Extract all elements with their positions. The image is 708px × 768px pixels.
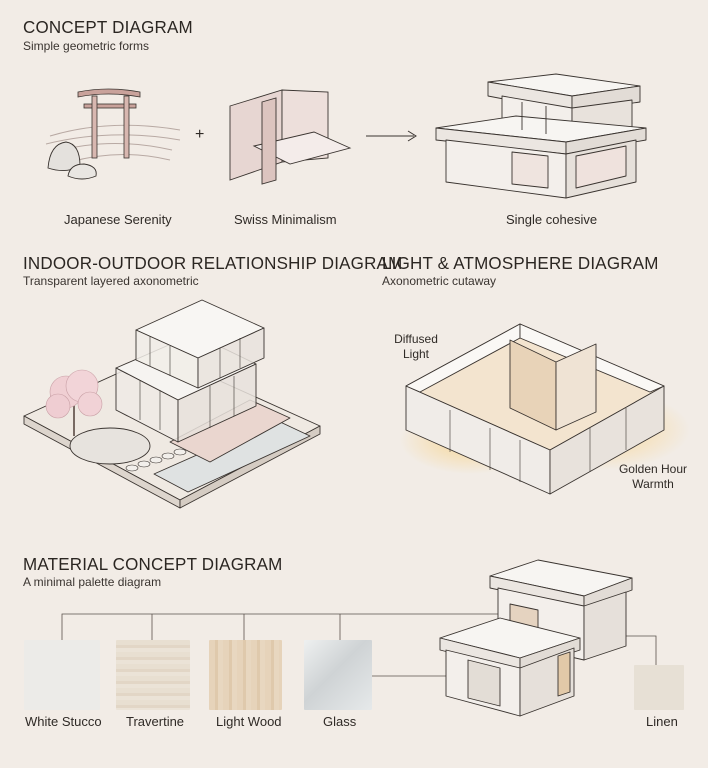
concept-title: CONCEPT DIAGRAM <box>23 17 193 38</box>
swatch-label-travertine: Travertine <box>126 714 185 729</box>
diffused-light-label: Diffused Light <box>388 332 444 362</box>
swatch-light-wood <box>209 640 282 710</box>
intersecting-planes-illustration <box>229 89 352 185</box>
light-subtitle: Axonometric cutaway <box>382 274 497 288</box>
cherry-tree-icon <box>45 369 103 436</box>
swatch-glass <box>304 640 372 710</box>
cohesive-house-illustration <box>435 73 647 199</box>
golden-hour-label: Golden Hour Warmth <box>612 462 694 492</box>
concept-label-swiss: Swiss Minimalism <box>234 212 337 227</box>
arrow-icon <box>366 130 417 142</box>
diffused-light-label-line1: Diffused <box>394 332 438 346</box>
material-title: MATERIAL CONCEPT DIAGRAM <box>23 554 283 575</box>
swatch-label-light-wood: Light Wood <box>216 714 282 729</box>
diffused-light-label-line2: Light <box>402 347 430 361</box>
indoor-outdoor-axonometric <box>23 299 321 509</box>
concept-label-japanese: Japanese Serenity <box>64 212 172 227</box>
golden-hour-label-line2: Warmth <box>632 477 674 491</box>
swatch-label-white-stucco: White Stucco <box>25 714 102 729</box>
swatch-travertine <box>116 640 190 710</box>
golden-hour-label-line1: Golden Hour <box>618 462 688 476</box>
light-title: LIGHT & ATMOSPHERE DIAGRAM <box>382 253 659 274</box>
concept-label-cohesive: Single cohesive <box>506 212 598 227</box>
concept-subtitle: Simple geometric forms <box>23 39 150 53</box>
indoor-outdoor-subtitle: Transparent layered axonometric <box>23 274 199 288</box>
material-house-illustration <box>439 559 633 717</box>
indoor-outdoor-title: INDOOR-OUTDOOR RELATIONSHIP DIAGRAM <box>23 253 403 274</box>
swatch-white-stucco <box>24 640 100 710</box>
material-connector-lines <box>61 613 657 677</box>
plus-symbol: + <box>195 126 205 143</box>
swatch-label-linen: Linen <box>646 714 678 729</box>
swatch-label-glass: Glass <box>323 714 357 729</box>
light-cutaway-axonometric <box>400 323 690 495</box>
material-subtitle: A minimal palette diagram <box>23 575 162 589</box>
torii-gate-illustration <box>45 88 181 180</box>
swatch-linen <box>634 665 684 710</box>
